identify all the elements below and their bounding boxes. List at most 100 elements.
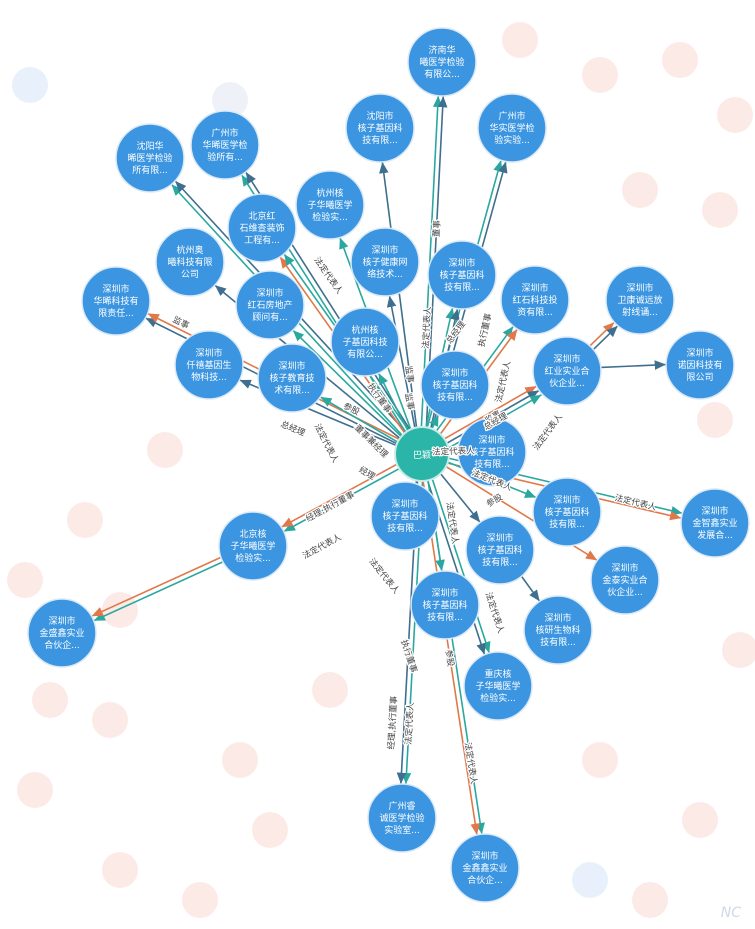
company-node[interactable]: 深圳市华晞科技有限责任...	[81, 266, 151, 336]
edge-c-n9	[292, 329, 402, 438]
company-node[interactable]: 北京核子华曦医学检验实...	[218, 511, 288, 581]
company-node[interactable]: 深圳市核子健康网络技术...	[350, 227, 420, 297]
node-label: 伙企业...	[607, 586, 643, 598]
node-label: 检验实...	[235, 552, 271, 564]
edge-label: 参股	[443, 649, 457, 668]
company-node[interactable]: 深圳市金鑫鑫实业合伙企...	[450, 833, 520, 903]
node-label: 深圳市	[521, 282, 548, 294]
edge-n19-n14	[592, 325, 619, 351]
node-label: 北京核	[239, 528, 266, 540]
company-node[interactable]: 广州市华实医学检验实验...	[477, 93, 547, 163]
company-node[interactable]: 深圳市核子基因科技有限...	[457, 417, 527, 487]
node-label: 晞医学检验	[127, 152, 172, 164]
company-node[interactable]: 沈阳华晞医学检验所有限...	[115, 123, 185, 193]
company-node[interactable]: 深圳市核子基因科技有限...	[427, 240, 497, 310]
edge-n26-n30	[91, 556, 222, 617]
node-label: 深圳市	[441, 367, 468, 379]
node-label: 深圳市	[48, 615, 75, 627]
company-node[interactable]: 深圳市核子教育技术有限...	[257, 343, 327, 413]
node-label: 金泰实业合	[602, 574, 647, 586]
node-label: 华晞科技有	[93, 295, 138, 307]
node-label: 技有限...	[362, 134, 398, 146]
node-label: 子华曦医学	[475, 680, 520, 692]
node-label: 技有限...	[540, 636, 576, 648]
node-label: 北京红	[248, 210, 275, 222]
node-label: 深圳市	[391, 498, 418, 510]
company-node[interactable]: 深圳市核子基因科技有限...	[370, 481, 440, 551]
node-label: 深圳市	[486, 532, 513, 544]
node-label: 深圳市	[448, 257, 475, 269]
company-node[interactable]: 济南华曦医学检验有限公...	[407, 27, 477, 97]
background-dot	[212, 82, 248, 118]
edge-label: 监事	[171, 314, 192, 332]
company-node[interactable]: 深圳市红石房地产顾问有...	[235, 270, 305, 340]
company-node[interactable]: 北京红石维查装饰工程有...	[227, 193, 297, 263]
company-node[interactable]: 深圳市金盛鑫实业合伙企...	[27, 598, 97, 668]
node-label: 红业实业合	[544, 365, 589, 377]
company-node[interactable]: 深圳市红业实业合伙企业...	[532, 336, 602, 406]
edge-c-n17	[319, 396, 399, 443]
company-node[interactable]: 深圳市金智鑫实业发展合...	[680, 488, 750, 558]
node-label: 核子健康网	[362, 256, 407, 268]
node-label: 核子基因科	[382, 510, 427, 522]
node-label: 深圳市	[626, 282, 653, 294]
background-dot	[312, 672, 348, 708]
company-node[interactable]: 深圳市核子基因科技有限...	[465, 515, 535, 585]
company-node[interactable]: 深圳市金泰实业合伙企业...	[590, 545, 660, 615]
edge-c-n25	[439, 473, 481, 523]
node-label: 射线诵...	[622, 306, 658, 318]
company-node[interactable]: 深圳市核子基因科技有限...	[420, 350, 490, 420]
edge-label: 监事	[402, 392, 416, 411]
node-label: 限责任...	[98, 307, 134, 319]
node-label: 核子基因科	[439, 269, 484, 281]
company-node[interactable]: 杭州核子基因科技有限公...	[330, 307, 400, 377]
edge-label: 法定代表人	[311, 255, 345, 296]
node-label: 顾问有...	[252, 311, 288, 323]
edge-c-n16	[377, 372, 409, 432]
edge-n25-n29	[520, 575, 541, 602]
edge-n19-n14	[589, 321, 615, 347]
node-label: 工程有...	[244, 234, 280, 246]
background-dot	[632, 882, 668, 918]
edge-label: 执行董事	[398, 638, 419, 674]
node-label: 子基因科技	[342, 336, 387, 348]
company-node[interactable]: 重庆核子华曦医学检验实...	[463, 651, 533, 721]
background-dot	[717, 97, 753, 133]
node-label: 发展合...	[697, 529, 733, 541]
node-label: 技有限...	[387, 522, 423, 534]
company-node[interactable]: 深圳市核子基因科技有限...	[532, 477, 602, 547]
company-node[interactable]: 广州睿诚医学检验实验室...	[367, 783, 437, 853]
node-label: 红石房地产	[247, 299, 292, 311]
background-dot	[182, 882, 218, 918]
node-label: 深圳市	[701, 505, 728, 517]
edge-c-n2	[379, 161, 418, 428]
company-node[interactable]: 杭州核子华曦医学检验实...	[295, 170, 365, 240]
company-node[interactable]: 深圳市卫康诚远放射线诵...	[605, 265, 675, 335]
background-dot	[102, 852, 138, 888]
node-label: 杭州核	[351, 324, 378, 336]
company-node[interactable]: 深圳市核研生物科技有限...	[523, 595, 593, 665]
company-node[interactable]: 深圳市核子基因科技有限...	[410, 570, 480, 640]
node-label: 诚医学检验	[379, 812, 424, 824]
person-node-center[interactable]: 巴颖	[394, 426, 450, 482]
company-node[interactable]: 沈阳市核子基因科技有限...	[345, 93, 415, 163]
edge-label: 参股	[484, 491, 505, 509]
company-node[interactable]: 深圳市仟禧基因生物科技...	[174, 330, 244, 400]
edge-label: 执行董事	[476, 312, 494, 348]
background-dot	[502, 22, 538, 58]
edge-label: 法定代表人	[301, 531, 344, 561]
company-node[interactable]: 广州市华晞医学检验所有...	[190, 110, 260, 180]
node-label: 深圳市	[478, 434, 505, 446]
node-label: 诺因科技有	[677, 359, 722, 371]
node-label: 石维查装饰	[239, 222, 284, 234]
company-node[interactable]: 深圳市红石科技投资有限...	[500, 265, 570, 335]
background-dot	[572, 862, 608, 898]
node-label: 曦医学检验	[419, 56, 464, 68]
node-label: 卫康诚远放	[617, 294, 662, 306]
edge-c-n31	[431, 478, 491, 654]
edge-label: 总经理	[279, 419, 307, 439]
node-label: 子华曦医学	[230, 540, 275, 552]
node-label: 广州市	[211, 127, 238, 139]
